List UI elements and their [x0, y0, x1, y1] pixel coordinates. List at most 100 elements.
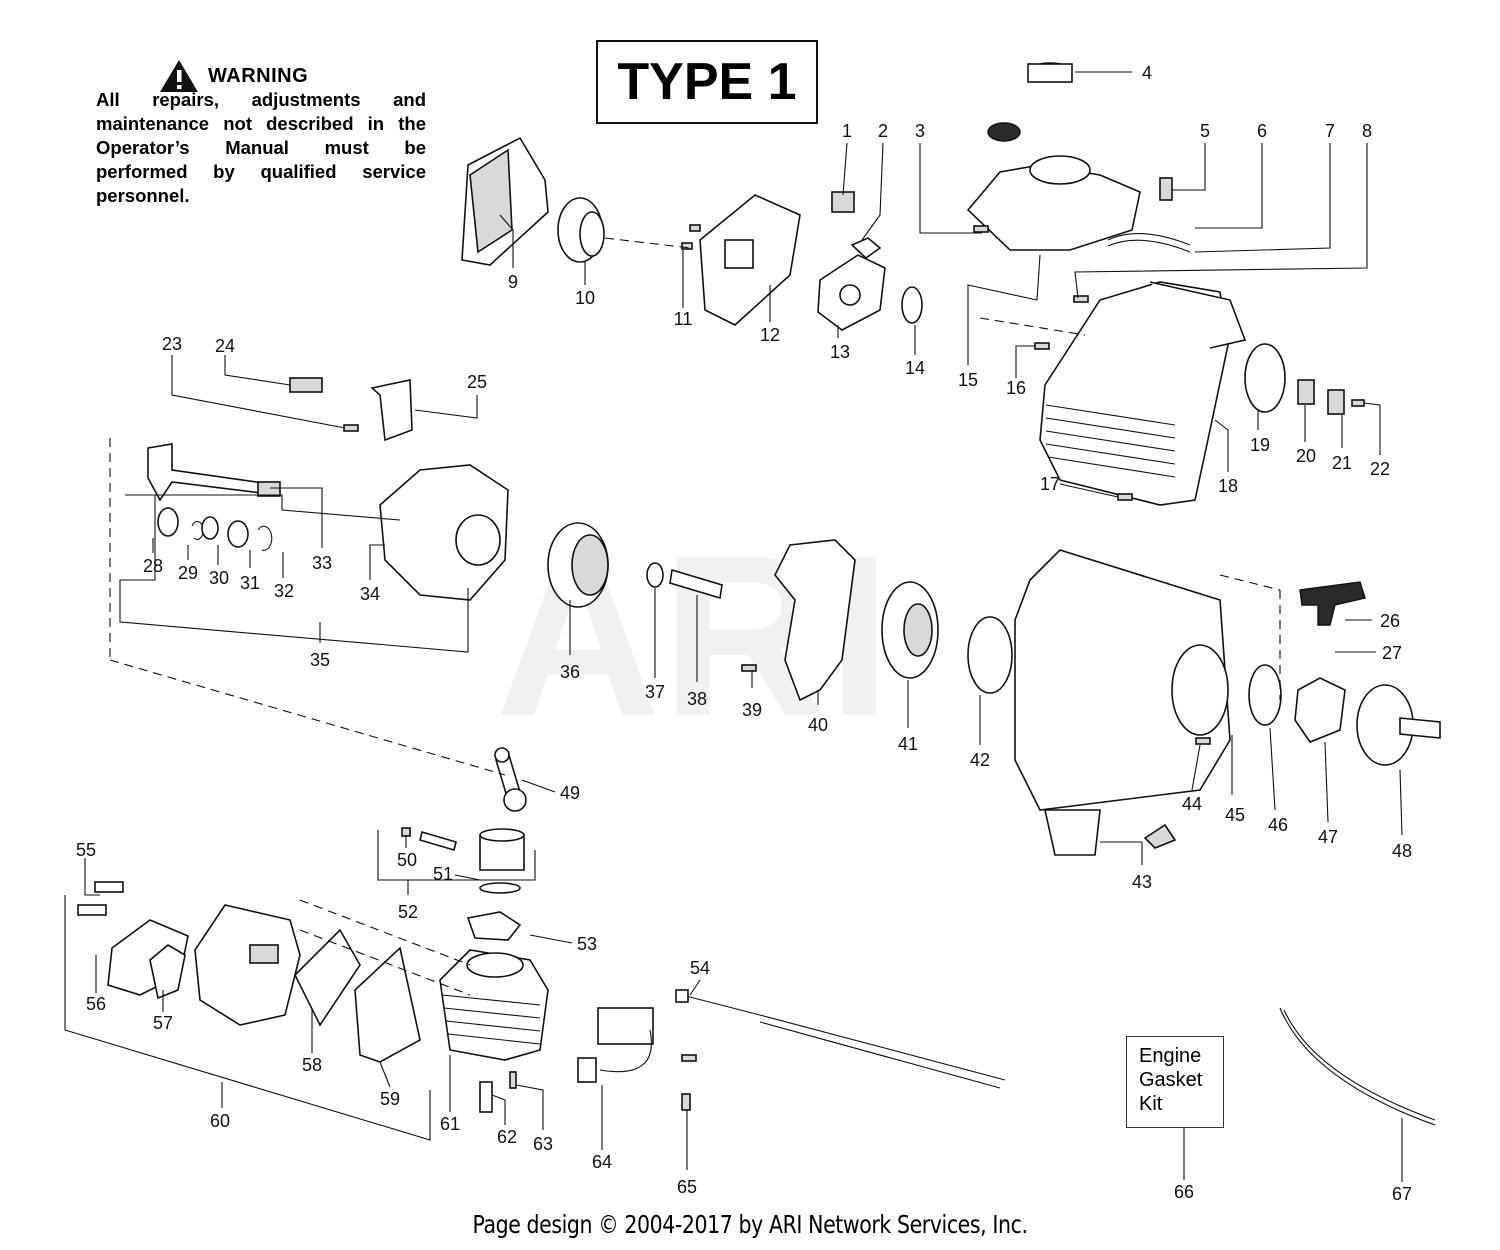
pad-21	[1327, 389, 1345, 415]
ground-wire-terminal	[675, 989, 689, 1003]
throttle-lever	[850, 237, 882, 260]
callout-55: 55	[76, 840, 96, 860]
ground-wire-sheath	[759, 1021, 1001, 1089]
fuel-tank-neck	[1029, 155, 1091, 185]
engine-housing-top	[1149, 281, 1247, 349]
crankshaft	[147, 443, 271, 502]
pad-20	[1297, 379, 1315, 405]
cylinder-bore	[466, 952, 524, 978]
connecting-rod-small-end	[494, 747, 510, 763]
callout-64: 64	[592, 1152, 612, 1172]
cylinder	[439, 949, 549, 1061]
callout-16: 16	[1006, 378, 1026, 398]
crankcase	[379, 464, 509, 601]
callout-41: 41	[898, 734, 918, 754]
callout-34: 34	[360, 584, 380, 604]
fuel-filter	[1159, 177, 1173, 201]
callout-4: 4	[1142, 63, 1152, 83]
callout-50: 50	[397, 850, 417, 870]
copyright-footer: Page design © 2004-2017 by ARI Network S…	[472, 1210, 1028, 1239]
warning-header: WARNING	[96, 58, 426, 94]
fuel-line	[1107, 233, 1191, 246]
callout-11: 11	[674, 309, 693, 329]
callout-27: 27	[1382, 643, 1402, 663]
callout-12: 12	[760, 325, 780, 345]
piston-ring	[479, 882, 521, 894]
callout-7: 7	[1325, 121, 1335, 141]
diagram-type-title: TYPE 1	[596, 40, 818, 124]
callout-15: 15	[958, 370, 978, 390]
connecting-rod-big-end	[503, 788, 527, 812]
part-43	[1143, 823, 1177, 849]
callout-58: 58	[302, 1055, 322, 1075]
crankcase-bore	[455, 514, 501, 566]
callout-53: 53	[577, 934, 597, 954]
callout-20: 20	[1296, 446, 1316, 466]
callout-9: 9	[508, 272, 518, 292]
pulley-hub	[903, 603, 933, 657]
warning-title: WARNING	[208, 64, 309, 87]
piston-crown	[479, 828, 525, 842]
fuel-tank	[966, 164, 1141, 251]
callout-29: 29	[178, 563, 198, 583]
callout-21: 21	[1332, 453, 1352, 473]
callout-24: 24	[215, 336, 235, 356]
callout-47: 47	[1318, 827, 1338, 847]
starter-housing-hub	[1171, 644, 1229, 736]
engine-housing	[1039, 281, 1229, 506]
bearing-30	[201, 516, 219, 540]
air-filter-cover-vents	[469, 148, 513, 254]
ground-wire	[681, 994, 1006, 1081]
starter-housing	[1014, 549, 1231, 811]
callout-6: 6	[1257, 121, 1267, 141]
callout-43: 43	[1132, 872, 1152, 892]
washer-37	[646, 562, 664, 588]
screw-63	[509, 1071, 517, 1089]
callout-61: 61	[440, 1114, 460, 1134]
callout-65: 65	[677, 1177, 697, 1197]
callout-60: 60	[210, 1111, 230, 1131]
callout-2: 2	[878, 121, 888, 141]
callout-39: 39	[742, 700, 762, 720]
callout-23: 23	[162, 334, 182, 354]
callout-51: 51	[433, 864, 453, 884]
callout-26: 26	[1380, 611, 1400, 631]
callout-40: 40	[808, 715, 828, 735]
callout-3: 3	[915, 121, 925, 141]
callout-63: 63	[533, 1134, 553, 1154]
ignition-module	[597, 1007, 654, 1045]
air-filter-element-inner	[579, 211, 605, 257]
warning-triangle-icon	[160, 60, 198, 92]
carburetor-port	[839, 284, 861, 306]
callout-18: 18	[1218, 476, 1238, 496]
callout-1: 1	[842, 121, 852, 141]
callout-labels: 1 2 3 4 5 6 7 8 9 10 11 12 13 14 15 16 1…	[76, 63, 1412, 1204]
callout-44: 44	[1182, 794, 1202, 814]
engine-gasket-kit-label: Engine Gasket Kit	[1126, 1036, 1224, 1128]
callout-13: 13	[830, 342, 850, 362]
leader-lines	[64, 71, 1403, 1182]
callout-14: 14	[905, 358, 925, 378]
spring-42	[967, 616, 1013, 694]
callout-54: 54	[690, 958, 710, 978]
callout-62: 62	[497, 1127, 517, 1147]
callout-31: 31	[240, 573, 260, 593]
callout-67: 67	[1392, 1184, 1412, 1204]
callout-25: 25	[467, 372, 487, 392]
fuel-cap-body	[1027, 63, 1073, 83]
bolt-55b	[77, 904, 107, 916]
cylinder-fins	[441, 994, 541, 1045]
heat-shield	[354, 946, 421, 1063]
callout-19: 19	[1250, 435, 1270, 455]
small-screws	[343, 224, 1365, 1062]
shroud-40	[774, 539, 856, 702]
throttle-cable-sheath	[1283, 1009, 1436, 1121]
part-drawings	[77, 62, 1441, 1126]
callout-66: 66	[1174, 1182, 1194, 1202]
callout-30: 30	[209, 568, 229, 588]
callout-35: 35	[310, 650, 330, 670]
callout-36: 36	[560, 662, 580, 682]
callout-28: 28	[143, 556, 163, 576]
callout-59: 59	[380, 1089, 400, 1109]
spark-boot	[577, 1057, 597, 1083]
